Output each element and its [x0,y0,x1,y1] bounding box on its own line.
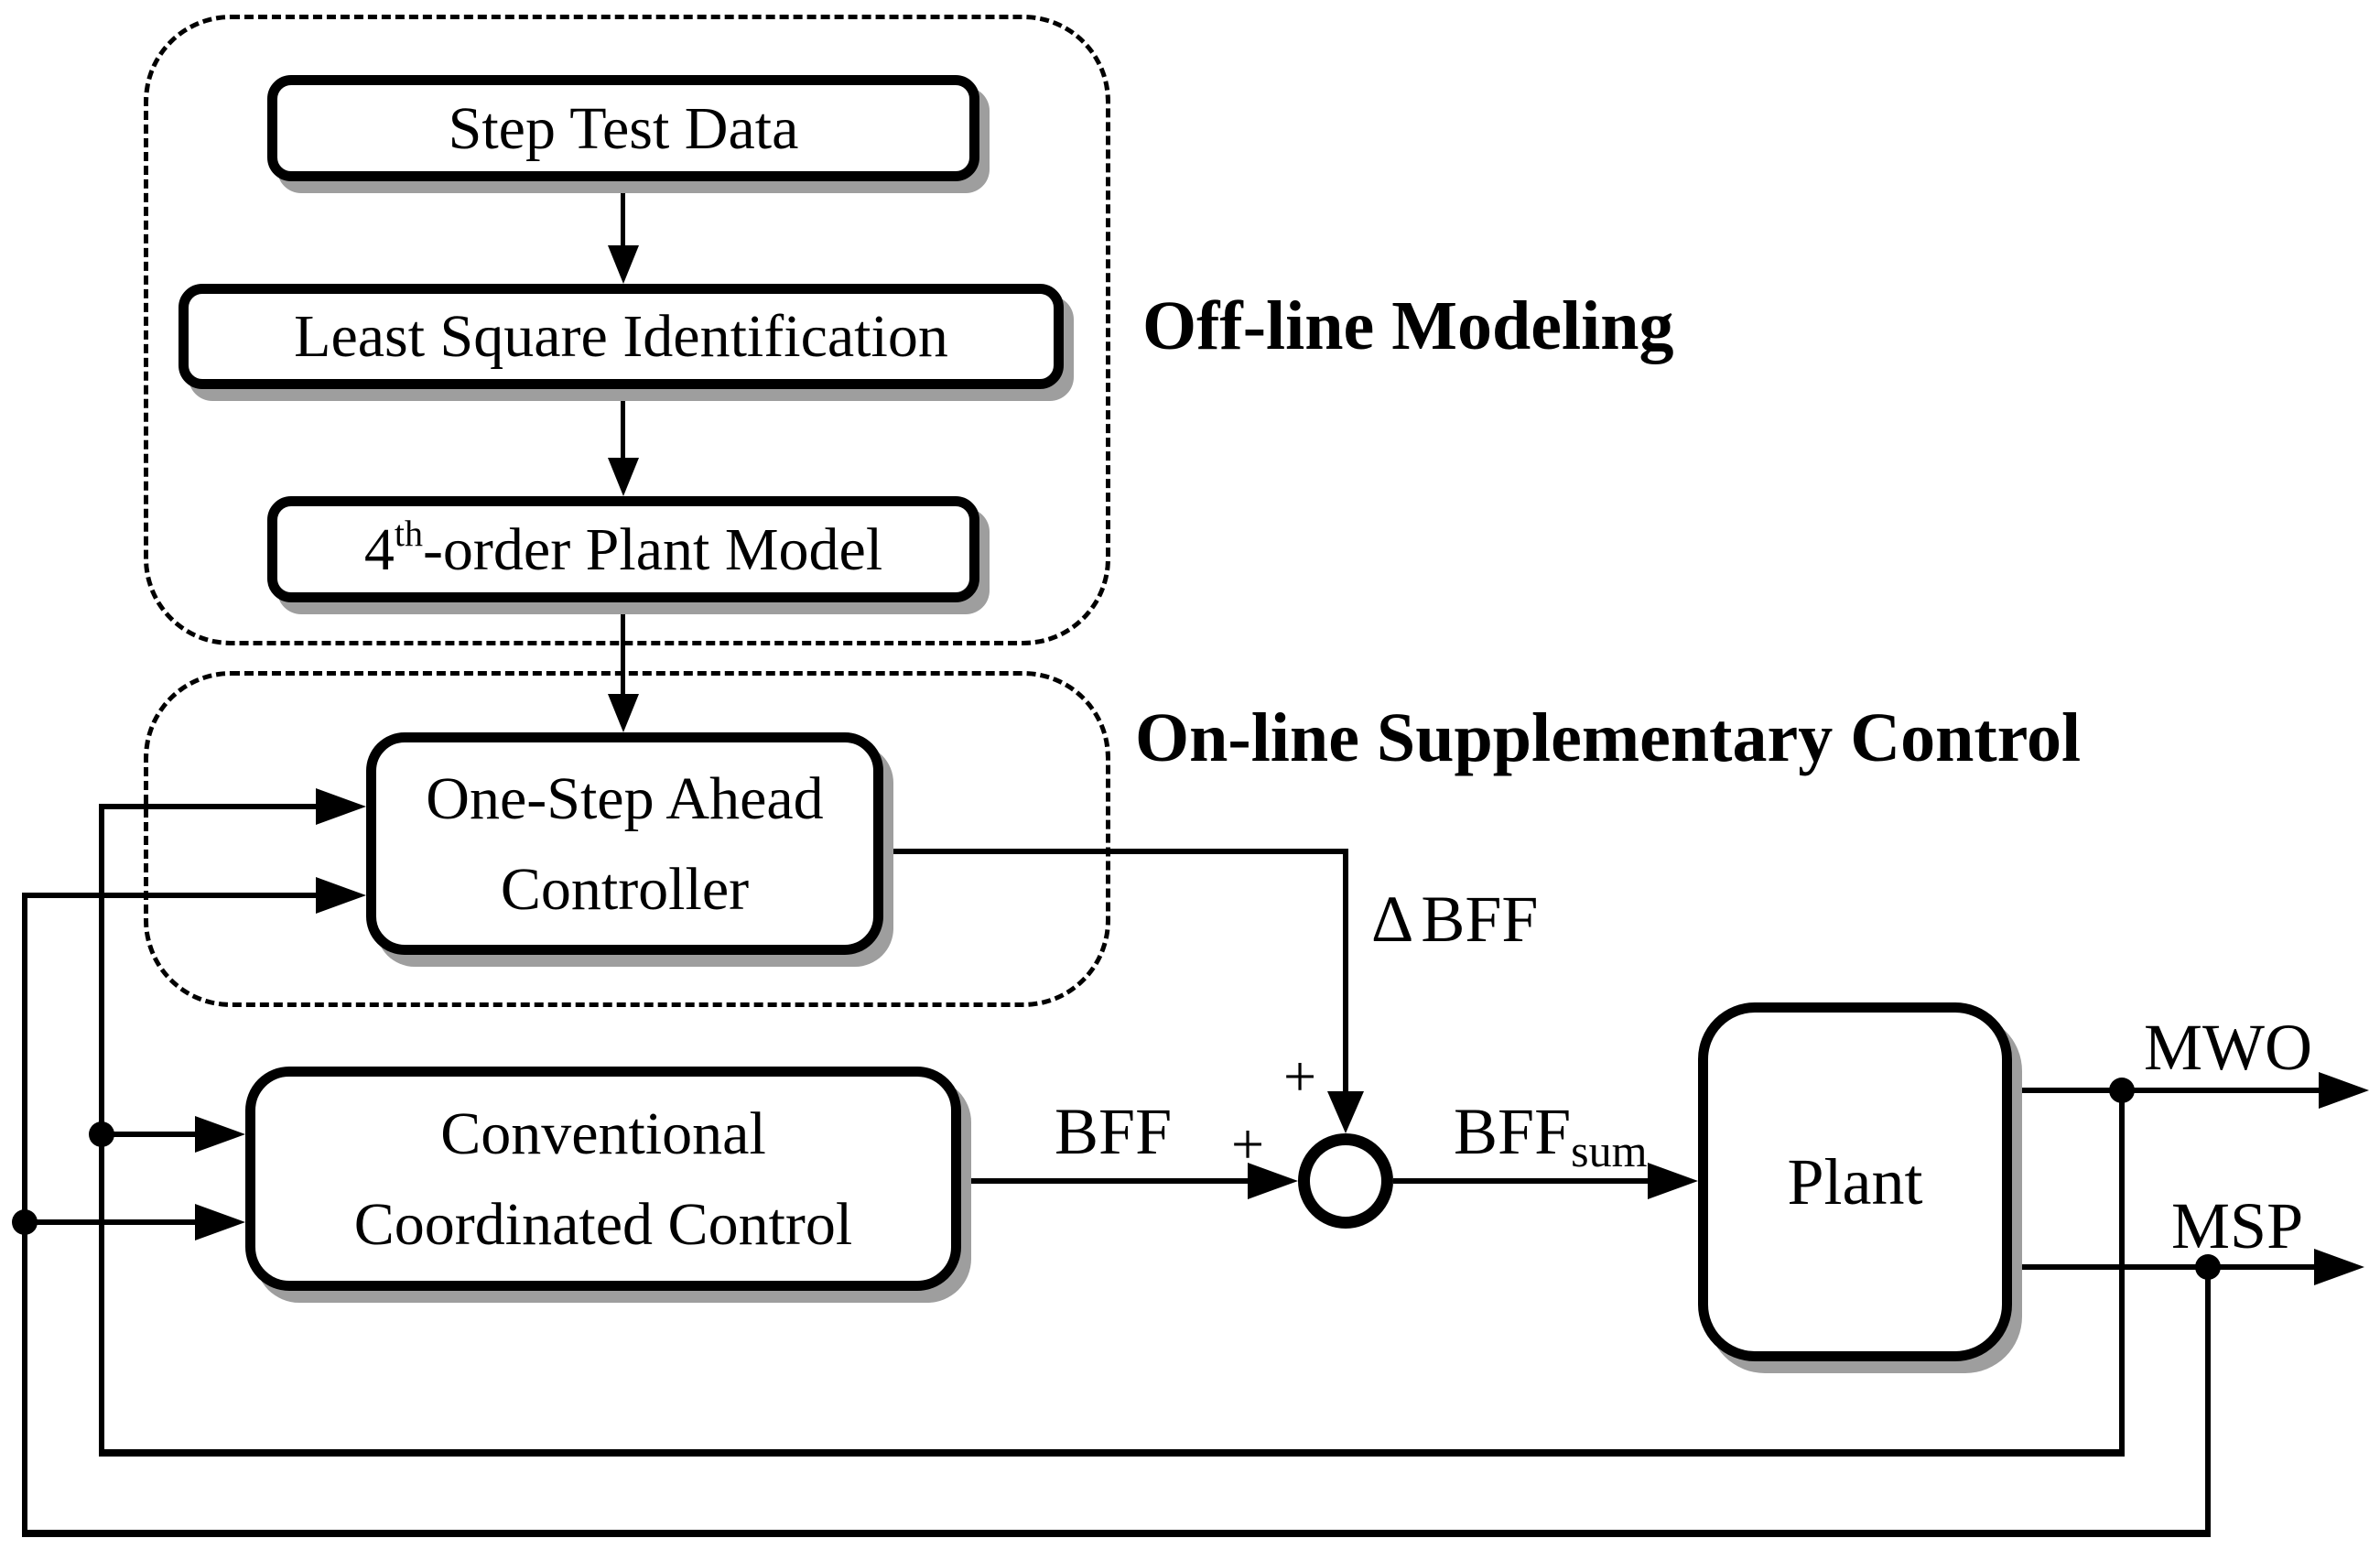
delta-bff-horizontal-line [883,849,1348,854]
arrow-model-to-controller-line [621,602,625,694]
bff-sum-line [1393,1178,1650,1184]
delta-bff-label-delta: Δ [1371,883,1414,956]
mwo-feedback-bottom-rail [99,1449,2125,1457]
summing-junction [1298,1133,1393,1229]
conventional-line1: Conventional [440,1099,766,1167]
step-test-data-box: Step Test Data [267,75,979,181]
controller-input-upper-line [99,804,316,809]
plant-label: Plant [1787,1145,1923,1219]
one-step-ahead-line2: Controller [500,855,750,923]
bff-label: BFF [1055,1095,1173,1168]
mwo-output-head [2319,1072,2369,1109]
msp-output-line [2012,1264,2316,1270]
ccc-input-upper-head [195,1116,245,1153]
offline-modeling-label: Off-line Modeling [1142,287,1674,364]
arrow-step-to-lsi-head [608,245,639,284]
plant-model-label-sup: th [394,512,423,554]
arrow-lsi-to-model-head [608,458,639,496]
online-supplementary-container [144,671,1110,1007]
bff-sum-label: BFFsum [1454,1099,1647,1174]
arrow-step-to-lsi-line [621,181,625,247]
plant-model-label: 4th-order Plant Model [364,504,882,595]
msp-label: MSP [2171,1189,2304,1262]
conventional-coordinated-control-box: Conventional Coordinated Control [245,1067,961,1291]
mwo-feedback-vertical [2119,1090,2125,1457]
least-square-identification-box: Least Square Identification [178,284,1064,389]
mwo-output-line [2012,1088,2320,1093]
bff-sum-label-base: BFF [1454,1095,1572,1168]
msp-feedback-bottom-rail [22,1530,2211,1537]
delta-bff-vertical-line [1343,849,1348,1091]
offline-modeling-container [144,15,1110,645]
mwo-label: MWO [2144,1011,2312,1084]
msp-feedback-vertical [2205,1267,2211,1537]
arrow-model-to-controller-head [608,694,639,732]
msp-output-head [2314,1249,2364,1285]
bff-sum-arrow-head [1648,1163,1698,1199]
plant-box: Plant [1698,1002,2012,1361]
one-step-ahead-controller-box: One-Step Ahead Controller [366,732,883,955]
delta-bff-arrow-head [1327,1091,1364,1133]
conventional-line2: Coordinated Control [353,1190,853,1258]
ccc-input-lower-head [195,1204,245,1240]
controller-input-lower-line [22,893,316,898]
plus-sign-top: + [1282,1044,1317,1109]
delta-bff-label-name: BFF [1421,883,1539,956]
ccc-input-upper-line [102,1132,197,1137]
ccc-input-lower-line [25,1219,197,1225]
plant-model-box: 4th-order Plant Model [267,496,979,602]
plus-sign-left: + [1230,1111,1265,1176]
online-supplementary-label: On-line Supplementary Control [1135,699,2082,776]
plant-model-label-rest: -order Plant Model [422,515,883,583]
bff-line [961,1178,1250,1184]
plant-model-label-base: 4 [363,515,395,583]
least-square-identification-label: Least Square Identification [294,303,948,370]
controller-input-upper-head [316,788,366,825]
bff-arrow-head [1248,1163,1298,1199]
arrow-lsi-to-model-line [621,389,625,460]
controller-input-lower-head [316,877,366,914]
one-step-ahead-line1: One-Step Ahead [426,764,824,832]
step-test-data-label: Step Test Data [448,94,799,162]
bff-sum-label-sub: sum [1571,1125,1648,1176]
